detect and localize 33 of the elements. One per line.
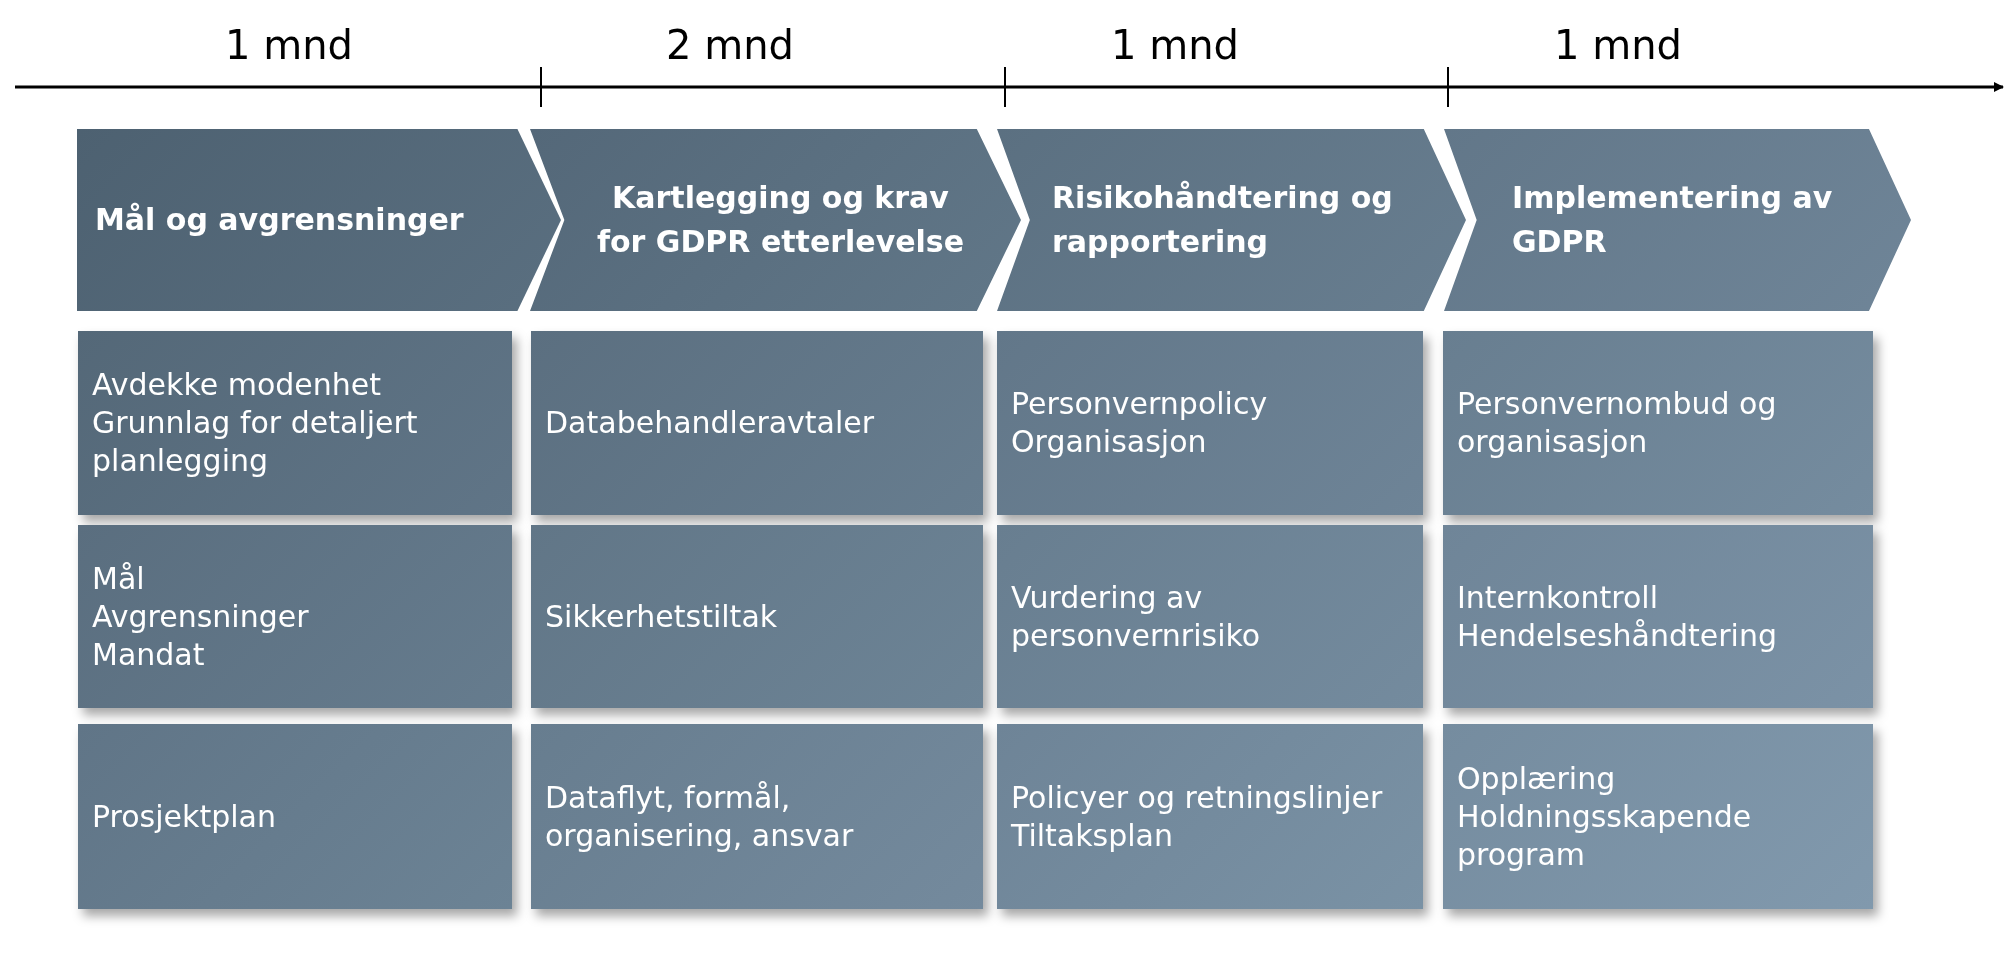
task-box: Vurdering av personvernrisiko [997, 525, 1423, 708]
task-box: Databehandleravtaler [531, 331, 983, 515]
phase-header: Mål og avgrensninger [77, 129, 561, 311]
duration-label: 1 mnd [1554, 22, 1682, 68]
task-text: Personvernpolicy [1011, 385, 1269, 423]
task-text: Avdekke modenhet [92, 366, 382, 404]
duration-label: 2 mnd [666, 22, 794, 68]
phase-header: Risikohåndtering og rapportering [997, 129, 1466, 311]
task-box [78, 525, 512, 708]
phase-header: Implementering av GDPR [1444, 129, 1911, 311]
task-box: Sikkerhetstiltak [531, 525, 983, 708]
task-text: Policyer og retningslinjer [1011, 778, 1384, 817]
task-text: Grunnlag for detaljert planlegging [92, 404, 419, 480]
duration-label: 1 mnd [1111, 22, 1239, 68]
task-text: Internkontroll [1457, 578, 1660, 617]
phase-header: Kartlegging og krav for GDPR etterlevelse [530, 129, 1021, 311]
task-text: Hendelseshåndtering [1457, 616, 1778, 655]
task-box [997, 331, 1423, 515]
task-text: Mål [92, 559, 146, 598]
duration-label: 1 mnd [225, 22, 353, 68]
task-text: Opplæring [1457, 759, 1617, 798]
task-box: Personvernombud og organisasjon [1443, 331, 1873, 515]
task-box [78, 331, 512, 515]
task-box [997, 724, 1423, 909]
task-box [1443, 724, 1873, 909]
task-text: Mandat [92, 635, 206, 674]
task-text: Tiltaksplan [1011, 816, 1174, 855]
task-box: Prosjektplan [78, 724, 512, 909]
task-text: Organisasjon [1011, 423, 1208, 461]
task-box [1443, 525, 1873, 708]
task-text: Holdningsskapende program [1457, 797, 1753, 874]
task-box: Dataflyt, formål, organisering, ansvar [531, 724, 983, 909]
task-text: Avgrensninger [92, 597, 310, 636]
